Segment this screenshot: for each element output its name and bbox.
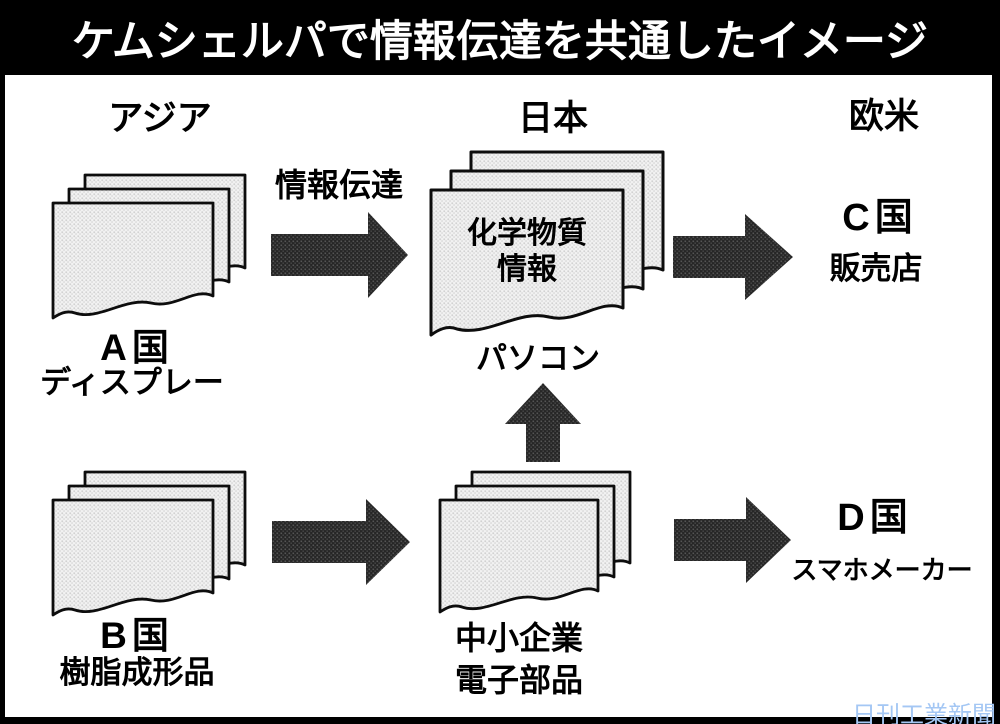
arrow-right-center-to-c-icon: [673, 214, 793, 300]
document-stack-chemical-info: [429, 150, 665, 337]
country-c-name: C国: [842, 197, 918, 239]
document-stack-sme: [438, 470, 632, 614]
country-c-desc: 販売店: [829, 251, 923, 286]
arrow-up-sme-to-pc-icon: [505, 383, 581, 462]
arrow-right-b-to-center-icon: [272, 499, 410, 585]
page-icon: [51, 498, 215, 617]
pc-caption: パソコン: [476, 341, 600, 376]
country-b-desc: 樹脂成形品: [59, 655, 215, 690]
column-header-japan: 日本: [517, 99, 589, 138]
chemical-info-line2: 情報: [497, 253, 557, 286]
page-icon: [438, 498, 600, 614]
frame-border-right: [992, 75, 1000, 724]
country-d-name: D国: [837, 497, 913, 539]
country-d-desc: スマホメーカー: [791, 555, 973, 585]
column-header-west: 欧米: [848, 97, 920, 136]
arrow-right-a-to-center-icon: [271, 212, 408, 298]
document-stack-country-a: [51, 173, 247, 320]
transfer-arrow-label: 情報伝達: [274, 167, 404, 203]
chemical-info-doc-text: 化学物質 情報: [467, 216, 587, 288]
frame-border-left: [0, 75, 5, 724]
country-a-desc: ディスプレー: [40, 365, 224, 400]
page-icon: [429, 188, 625, 337]
chemical-info-line1: 化学物質: [467, 217, 587, 250]
arrow-right-center-to-d-icon: [674, 497, 791, 583]
page-title: ケムシェルパで情報伝達を共通したイメージ: [71, 17, 929, 66]
country-a-name: A国: [100, 327, 174, 368]
sme-line1: 中小企業: [454, 620, 584, 656]
document-stack-country-b: [51, 470, 247, 617]
title-bar: ケムシェルパで情報伝達を共通したイメージ: [0, 0, 1000, 75]
column-header-asia: アジア: [108, 99, 212, 138]
frame-border-bottom: [0, 717, 1000, 724]
sme-label: 中小企業 電子部品: [455, 618, 583, 701]
publisher-credit: 日刊工業新聞: [852, 702, 996, 724]
country-b-name: B国: [100, 615, 174, 656]
sme-line2: 電子部品: [454, 661, 584, 698]
page-icon: [51, 201, 215, 320]
